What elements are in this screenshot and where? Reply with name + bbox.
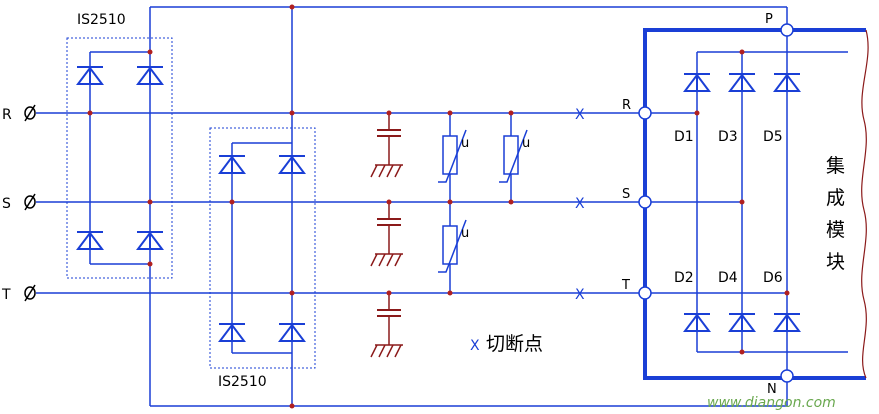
diode-icon	[218, 323, 246, 342]
cut-point-t: X	[575, 287, 585, 303]
terminal-s	[24, 193, 36, 211]
diode-icon	[76, 231, 104, 250]
cut-legend: X 切断点	[470, 333, 543, 355]
module-char-2: 成	[826, 187, 845, 209]
label-d5: D5	[763, 129, 783, 145]
label-d2: D2	[674, 270, 694, 286]
label-mod-r: R	[622, 98, 631, 113]
ground-icon	[370, 237, 404, 267]
bridge-2-label: IS2510	[218, 374, 267, 390]
varistor-2-label: u	[522, 136, 530, 151]
varistor-st	[438, 199, 467, 296]
cut-legend-text: 切断点	[486, 333, 543, 355]
bridge-1	[66, 7, 173, 406]
module-char-1: 集	[826, 155, 845, 177]
input-terminals	[24, 104, 36, 302]
module-char-3: 模	[826, 219, 845, 241]
cut-legend-mark: X	[470, 338, 480, 354]
label-mod-t: T	[621, 278, 630, 293]
label-d1: D1	[674, 129, 694, 145]
label-in-r: R	[2, 107, 12, 123]
diode-icon	[136, 66, 164, 85]
diode-icon	[728, 313, 756, 332]
diode-icon	[773, 313, 801, 332]
label-mod-s: S	[622, 187, 630, 202]
varistor-rs-1	[438, 110, 467, 202]
varistor-1-label: u	[461, 136, 469, 151]
varistor-rs-2	[499, 110, 528, 205]
diode-icon	[136, 231, 164, 250]
label-in-t: T	[1, 287, 11, 303]
capacitor-s	[370, 199, 404, 267]
terminal-r	[24, 104, 36, 122]
cut-point-r: X	[575, 107, 585, 123]
label-d4: D4	[718, 270, 738, 286]
capacitor-t	[370, 290, 404, 358]
varistor-3-label: u	[461, 226, 469, 241]
terminal-t	[24, 284, 36, 302]
diode-icon	[683, 313, 711, 332]
cut-point-s: X	[575, 196, 585, 212]
diode-icon	[278, 155, 306, 174]
diode-icon	[76, 66, 104, 85]
watermark: www.diangon.com	[707, 395, 836, 411]
diode-icon	[278, 323, 306, 342]
phase-lines	[36, 6, 788, 407]
label-n: N	[767, 382, 777, 397]
diode-icon	[728, 73, 756, 92]
diode-icon	[683, 73, 711, 92]
label-d6: D6	[763, 270, 783, 286]
ground-icon	[370, 328, 404, 358]
bridge-2	[209, 4, 316, 409]
label-p: P	[765, 12, 773, 27]
label-d3: D3	[718, 129, 738, 145]
diode-icon	[773, 73, 801, 92]
label-in-s: S	[2, 196, 11, 212]
bridge-1-label: IS2510	[77, 12, 126, 28]
capacitor-r	[370, 110, 404, 178]
module-char-4: 块	[826, 251, 845, 273]
ground-icon	[370, 148, 404, 178]
integrated-module	[638, 23, 869, 383]
diode-icon	[218, 155, 246, 174]
